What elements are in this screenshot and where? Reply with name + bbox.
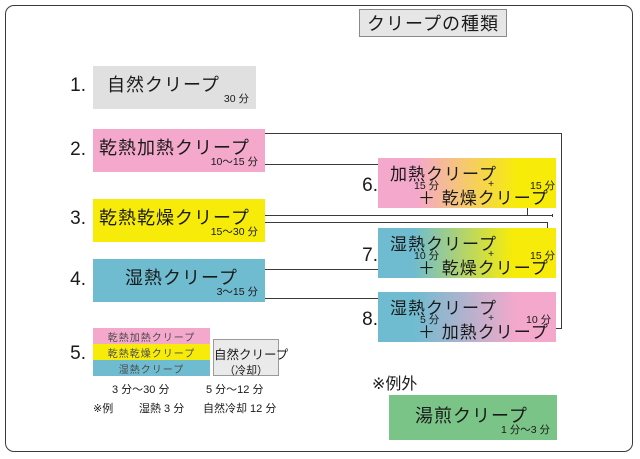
exception-box: 湯煎クリープ 1 分〜3 分 [389,395,557,440]
right-item-duration1-7: 10 分 [414,250,440,262]
item5-duration-left: 3 分〜30 分 [112,384,170,396]
item5-stack-label-1: 乾熱加熱クリープ [107,332,196,344]
item5-duration-right: 5 分〜12 分 [206,384,264,396]
item5-cooling-sublabel: （冷却） [224,365,268,377]
right-item-number-6: 6. [362,175,378,196]
right-item-duration2-7: 15 分 [530,250,556,262]
right-item-plus-6: + [488,178,495,190]
connector-2-to-8-horizontal [265,133,562,135]
right-item-duration1-6: 15 分 [414,180,440,192]
right-item-line2-8: ＋ 加熱クリープ [418,323,549,342]
connector-3-to-6-horizontal [265,215,553,217]
connector-4-to-7 [265,269,378,271]
item5-stack-row-3: 湿熱クリープ [93,360,210,376]
right-item-line1-7: 湿熱クリープ [390,235,497,254]
left-item-duration-4: 3〜15 分 [216,286,258,298]
right-item-box-7: 湿熱クリープ 10 分 + 15 分 ＋ 乾燥クリープ [378,228,556,278]
left-item-label-3: 乾熱乾燥クリープ [99,208,250,228]
exception-label: ※例外 [372,376,418,393]
right-item-number-8: 8. [362,309,378,330]
item5-cooling-box: 自然クリープ （冷却） [213,339,289,377]
item5-note-b: 自然冷却 12 分 [203,403,277,415]
right-item-plus-8: + [488,312,495,324]
left-item-box-3: 乾熱乾燥クリープ 15〜30 分 [93,199,265,242]
right-item-line1-8: 湿熱クリープ [390,299,497,318]
left-item-box-1: 自然クリープ 30 分 [93,66,256,109]
left-item-number-1: 1. [70,75,86,96]
left-item-duration-2: 10〜15 分 [210,156,258,168]
item5-stack-label-2: 乾熱乾燥クリープ [107,348,196,360]
right-item-line2-7: ＋ 乾燥クリープ [418,259,549,278]
connector-6-down [527,202,529,216]
item5-cooling-label: 自然クリープ [214,348,289,362]
right-item-duration1-8: 5 分 [420,314,440,326]
item5-stack-row-2: 乾熱乾燥クリープ [93,344,210,360]
left-item-number-4: 4. [70,269,86,290]
left-item-duration-3: 15〜30 分 [210,226,258,238]
left-item-label-4: 湿熱クリープ [125,268,238,288]
right-item-box-6: 加熱クリープ 15 分 + 15 分 ＋ 乾燥クリープ [378,158,556,208]
exception-box-label: 湯煎クリープ [415,406,528,426]
left-item-number-2: 2. [70,139,86,160]
left-item-label-2: 乾熱加熱クリープ [99,138,250,158]
right-item-line1-6: 加熱クリープ [390,165,497,184]
exception-box-duration: 1 分〜3 分 [500,424,550,436]
left-item-box-4: 湿熱クリープ 3〜15 分 [93,259,265,302]
connector-3-to-7-horizontal [265,222,548,224]
page-title-text: クリープの種類 [367,14,499,34]
right-item-duration2-8: 10 分 [526,314,552,326]
left-item-number-5: 5. [70,343,86,364]
item5-note-prefix: ※例 [93,403,114,415]
left-item-number-3: 3. [70,208,86,229]
left-item-duration-1: 30 分 [223,93,249,105]
item5-note-a: 湿熱 3 分 [139,403,185,415]
connector-4-to-8 [265,298,378,300]
connector-2-to-6 [265,164,378,166]
right-item-plus-7: + [488,248,495,260]
left-item-box-2: 乾熱加熱クリープ 10〜15 分 [93,129,265,172]
connector-2-to-8-vertical [560,133,562,329]
right-item-box-8: 湿熱クリープ 5 分 + 10 分 ＋ 加熱クリープ [378,292,556,342]
page-title: クリープの種類 [359,9,507,37]
right-item-duration2-6: 15 分 [530,180,556,192]
item5-stack-label-3: 湿熱クリープ [118,364,185,376]
left-item-label-1: 自然クリープ [107,75,220,95]
right-item-line2-6: ＋ 乾燥クリープ [418,189,549,208]
connector-6-bottom-stub [527,215,553,217]
right-item-number-7: 7. [362,245,378,266]
item5-stack-row-1: 乾熱加熱クリープ [93,328,210,344]
